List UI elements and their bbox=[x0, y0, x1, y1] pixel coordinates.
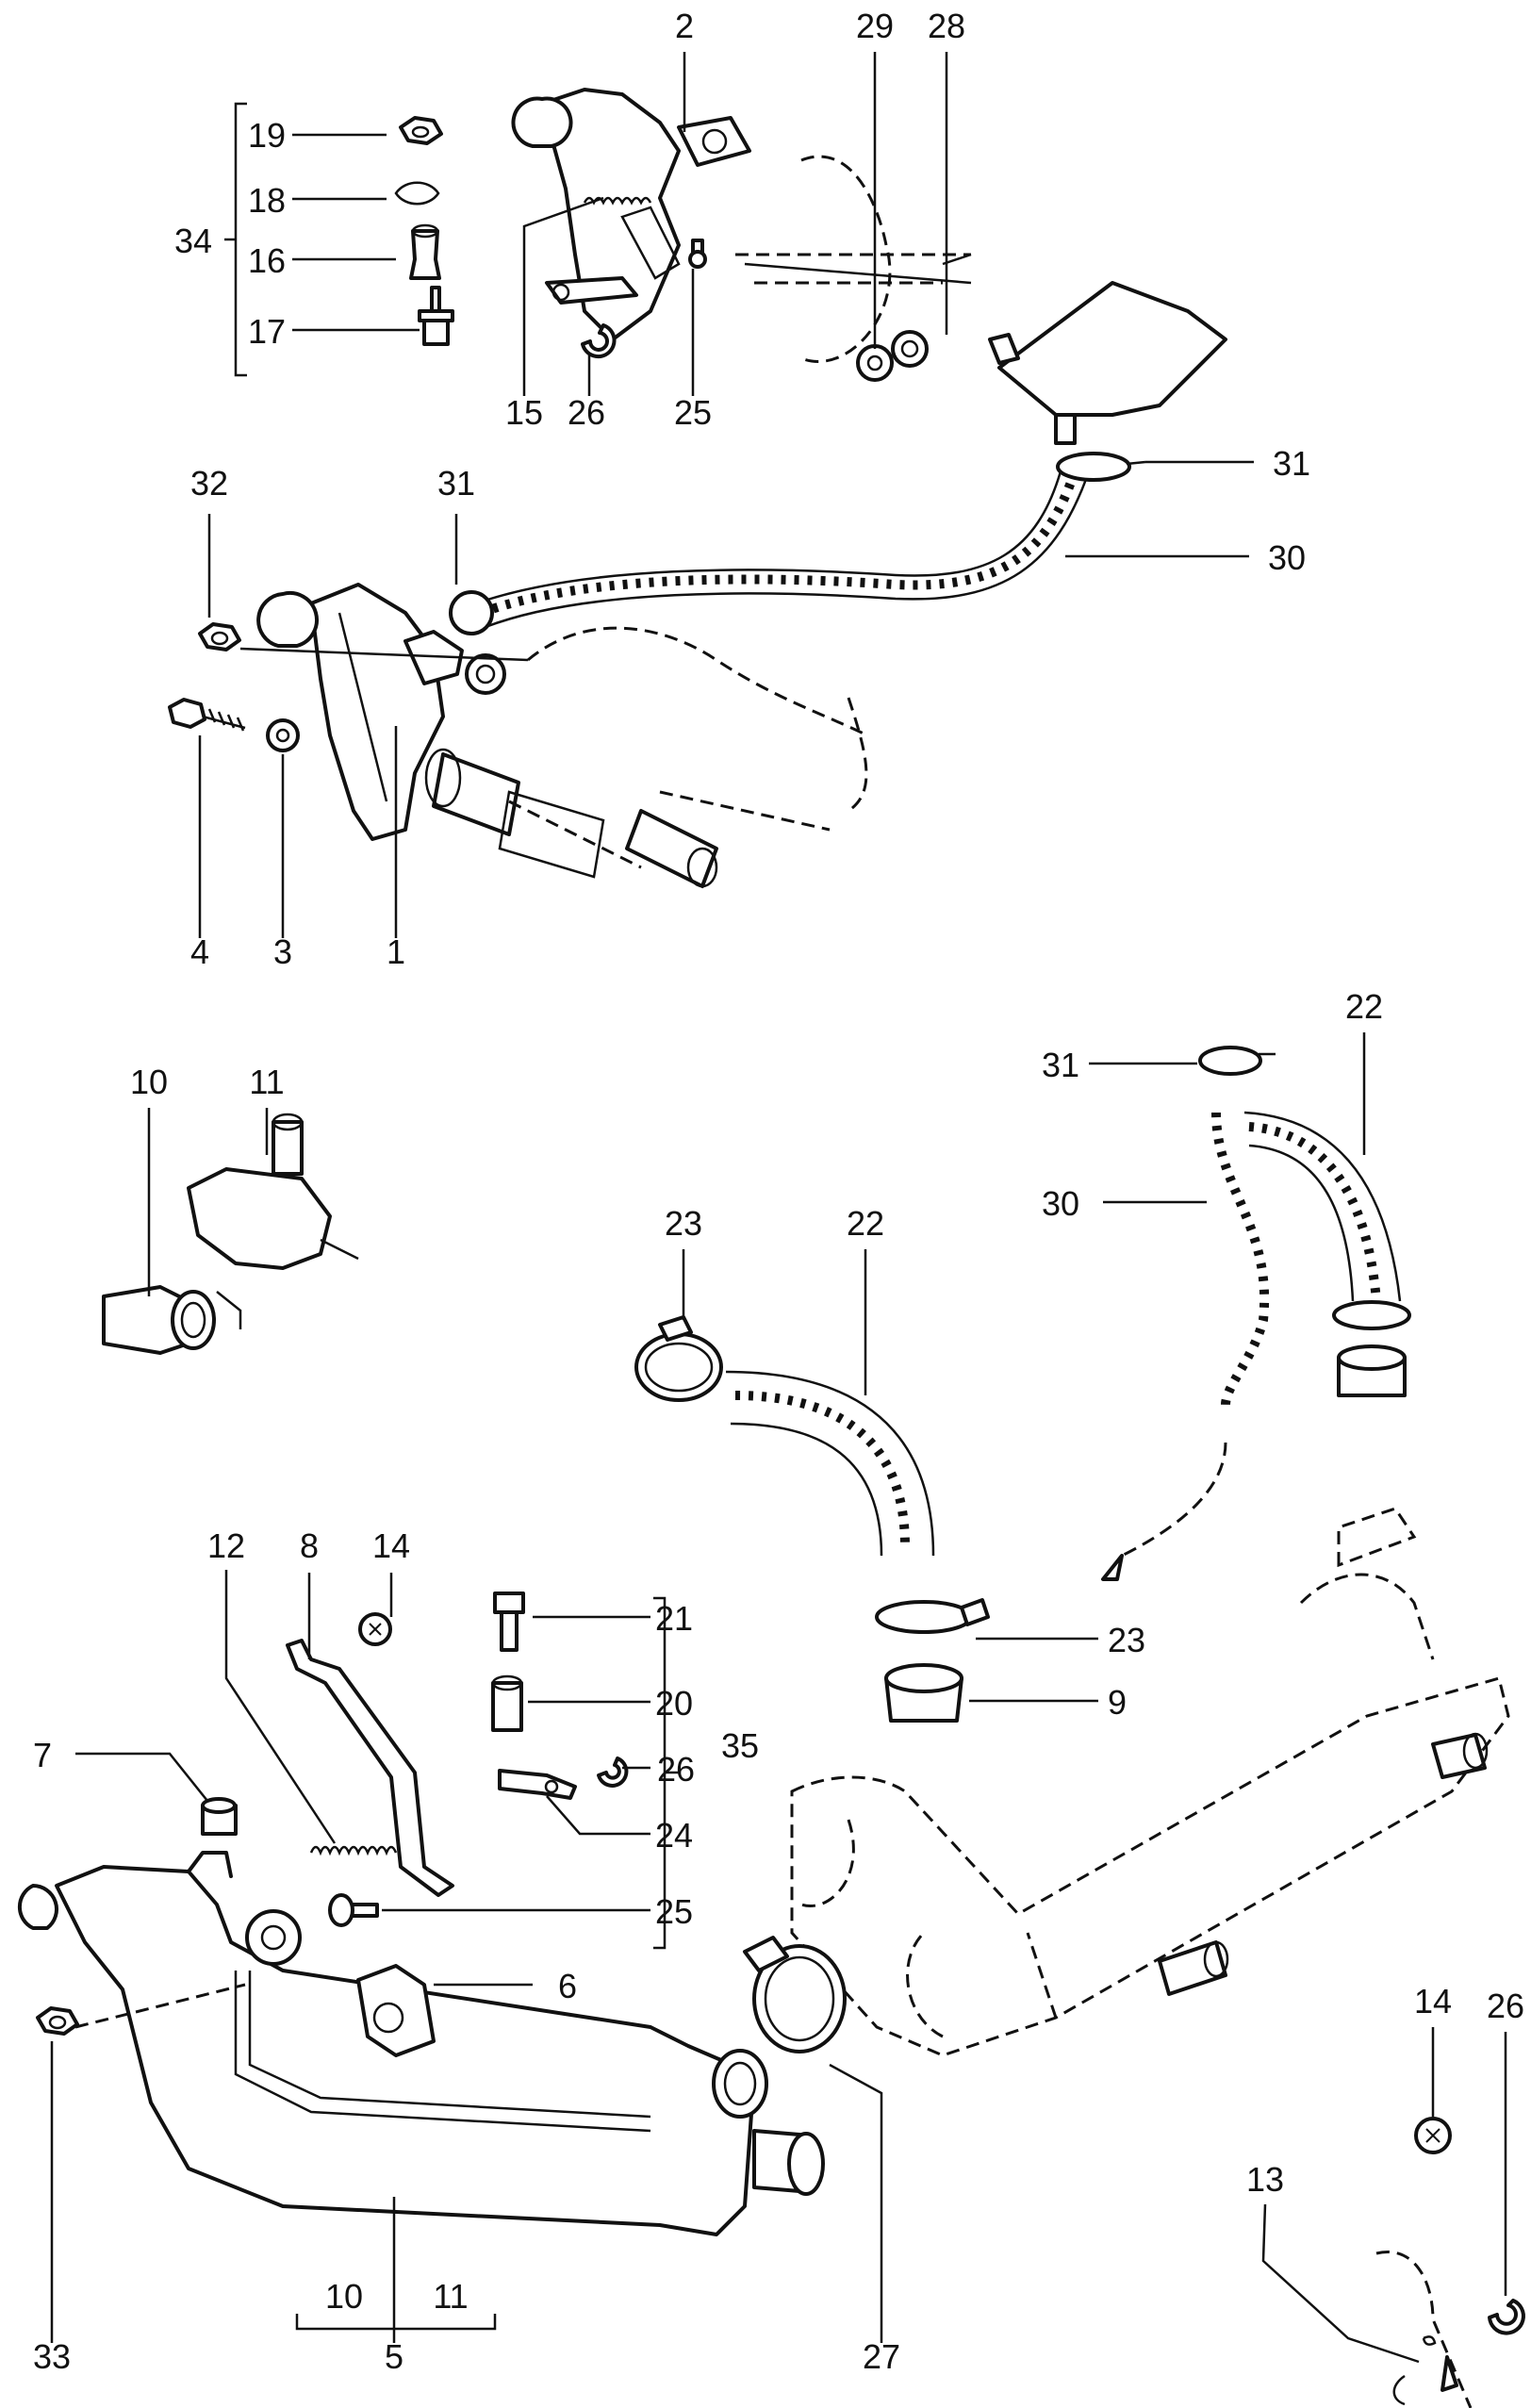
label-16: 16 bbox=[248, 241, 286, 280]
heater-hose-30-lower bbox=[1101, 1112, 1270, 1581]
label-26-middle: 26 bbox=[657, 1750, 695, 1789]
label-35: 35 bbox=[721, 1726, 759, 1765]
bushing-20 bbox=[491, 1674, 523, 1732]
label-3: 3 bbox=[273, 932, 292, 971]
control-cable-13 bbox=[1375, 2251, 1473, 2408]
label-34: 34 bbox=[174, 222, 212, 260]
label-23-top: 23 bbox=[665, 1204, 702, 1243]
clip-26-middle bbox=[597, 1757, 629, 1788]
bracket-8 bbox=[286, 1639, 454, 1897]
heater-box-10 bbox=[102, 1285, 242, 1355]
label-21: 21 bbox=[655, 1599, 693, 1638]
label-19: 19 bbox=[248, 116, 286, 155]
label-26-right: 26 bbox=[1487, 1987, 1524, 2025]
spring-washer-18 bbox=[394, 181, 440, 206]
label-12: 12 bbox=[207, 1526, 245, 1565]
hose-clamp-31-c bbox=[1198, 1046, 1276, 1076]
label-14-left: 14 bbox=[372, 1526, 410, 1565]
muffler-dashed bbox=[790, 1507, 1510, 2057]
washer-28 bbox=[891, 330, 929, 368]
hose-clamp-31-a bbox=[1056, 452, 1146, 482]
label-31-lower: 31 bbox=[1042, 1046, 1079, 1084]
label-10-bottom: 10 bbox=[325, 2277, 363, 2316]
sleeve-9 bbox=[884, 1663, 963, 1723]
bushing-7 bbox=[201, 1797, 238, 1836]
sleeve-right bbox=[1337, 1344, 1407, 1397]
nut-19 bbox=[399, 116, 443, 145]
label-26-top: 26 bbox=[568, 393, 605, 432]
lever-small bbox=[545, 276, 638, 305]
label-13: 13 bbox=[1246, 2160, 1284, 2199]
hose-clamp-23-lower bbox=[875, 1598, 990, 1634]
bolt-25-upper bbox=[688, 239, 707, 269]
heater-hose-22-right bbox=[1243, 1111, 1402, 1302]
label-31-mid: 31 bbox=[437, 464, 475, 503]
label-1: 1 bbox=[387, 932, 405, 971]
label-20: 20 bbox=[655, 1684, 693, 1723]
label-2: 2 bbox=[675, 7, 694, 45]
screw-4 bbox=[168, 698, 246, 732]
engine-outline-middle bbox=[498, 626, 868, 888]
heater-box-1 bbox=[256, 583, 520, 841]
nut-33 bbox=[36, 2006, 79, 2036]
label-15: 15 bbox=[505, 393, 543, 432]
heater-hose-30-upper bbox=[475, 470, 1091, 629]
label-18: 18 bbox=[248, 181, 286, 220]
label-4: 4 bbox=[190, 932, 209, 971]
hose-clamp-right bbox=[1332, 1300, 1411, 1330]
lever-24 bbox=[498, 1769, 577, 1800]
label-30-lower: 30 bbox=[1042, 1184, 1079, 1223]
leader-lines bbox=[50, 52, 1507, 2364]
label-24: 24 bbox=[655, 1816, 693, 1855]
spring-12 bbox=[309, 1845, 398, 1856]
lock-washer-14-left bbox=[358, 1612, 392, 1646]
label-23-lower: 23 bbox=[1108, 1621, 1145, 1659]
heater-box-11 bbox=[187, 1113, 359, 1270]
label-32: 32 bbox=[190, 464, 228, 503]
callout-labels: 2 29 28 19 18 16 17 34 15 26 25 32 31 31… bbox=[33, 7, 1524, 2376]
label-17: 17 bbox=[248, 312, 286, 351]
bolt-21 bbox=[493, 1592, 525, 1652]
label-31-right: 31 bbox=[1273, 444, 1310, 483]
bushing-16 bbox=[409, 223, 441, 280]
hose-clamp-27 bbox=[743, 1936, 847, 2053]
label-9: 9 bbox=[1108, 1683, 1127, 1722]
lock-washer-3 bbox=[266, 718, 300, 752]
label-6: 6 bbox=[558, 1967, 577, 2005]
label-27: 27 bbox=[863, 2337, 900, 2376]
label-25-lower: 25 bbox=[655, 1892, 693, 1931]
label-33: 33 bbox=[33, 2337, 71, 2376]
nut-32 bbox=[198, 622, 241, 651]
label-5: 5 bbox=[385, 2337, 403, 2376]
gasket-6 bbox=[356, 1964, 436, 2057]
hose-clamp-23-upper bbox=[634, 1315, 723, 1402]
label-22-right: 22 bbox=[1345, 987, 1383, 1026]
label-8: 8 bbox=[300, 1526, 319, 1565]
label-14-right: 14 bbox=[1414, 1982, 1452, 2020]
clip-26-upper bbox=[581, 323, 617, 359]
label-11-top: 11 bbox=[249, 1063, 284, 1101]
label-10-top: 10 bbox=[130, 1063, 168, 1101]
stud-17 bbox=[418, 286, 454, 346]
fan-housing-outlet bbox=[988, 281, 1227, 445]
hose-clamp-31-b bbox=[449, 590, 494, 635]
washer-29 bbox=[856, 344, 894, 382]
label-7: 7 bbox=[33, 1736, 52, 1774]
label-29: 29 bbox=[856, 7, 894, 45]
engine-outline-upper bbox=[735, 155, 972, 363]
clip-26-lower bbox=[1488, 2299, 1525, 2335]
heater-box-upper bbox=[511, 88, 751, 341]
label-28: 28 bbox=[928, 7, 965, 45]
label-25-top: 25 bbox=[674, 393, 712, 432]
label-30-top: 30 bbox=[1268, 538, 1306, 577]
lock-washer-14-right bbox=[1414, 2117, 1452, 2154]
label-11-bottom: 11 bbox=[433, 2277, 468, 2316]
label-22-middle: 22 bbox=[847, 1204, 884, 1243]
bolt-25-lower bbox=[328, 1893, 379, 1927]
heater-hose-22-middle bbox=[725, 1370, 935, 1557]
